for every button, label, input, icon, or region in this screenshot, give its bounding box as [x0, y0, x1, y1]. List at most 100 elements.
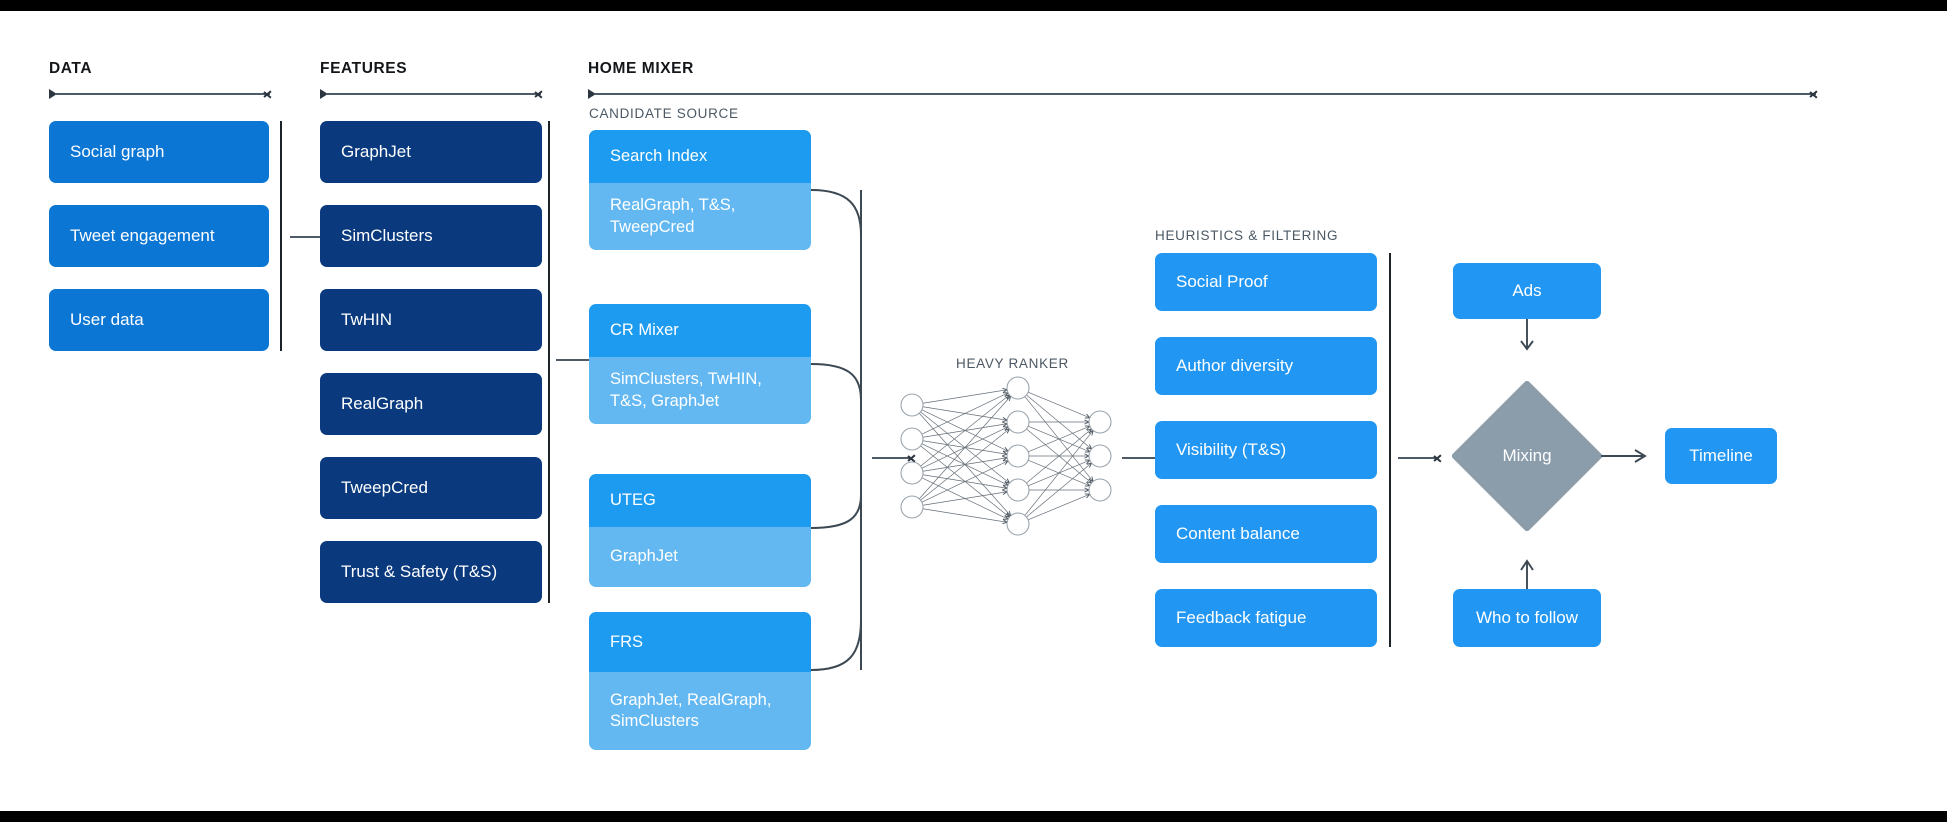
nn-edge: [921, 460, 1009, 503]
output-box-ads[interactable]: Ads: [1453, 263, 1601, 319]
nn-edge: [1028, 493, 1090, 521]
mixing-label: Mixing: [1502, 446, 1552, 465]
nn-edge-arrowhead: [1003, 460, 1010, 465]
data-box-social-graph[interactable]: Social graph: [49, 121, 269, 183]
connector-arrowhead-icon: [1434, 453, 1445, 464]
nn-edge-arrowhead: [1004, 478, 1011, 484]
nn-node: [1088, 478, 1112, 502]
connector-arrowhead-icon: [908, 453, 919, 464]
data-box-tweet-engagement[interactable]: Tweet engagement: [49, 205, 269, 267]
box-label: Visibility (T&S): [1176, 440, 1287, 459]
feature-box-tweepcred[interactable]: TweepCred: [320, 457, 542, 519]
section-header-data: DATA: [49, 60, 279, 101]
candidate-source-search-index[interactable]: Search Index RealGraph, T&S, TweepCred: [589, 130, 811, 250]
nn-edge-arrowhead: [1004, 512, 1011, 518]
nn-node: [1088, 410, 1112, 434]
candidate-source-cr-mixer[interactable]: CR Mixer SimClusters, TwHIN, T&S, GraphJ…: [589, 304, 811, 424]
candidate-source-name: UTEG: [589, 474, 811, 527]
connector-heuristics-to-mixing: [1398, 452, 1446, 464]
arrow-mixing-to-timeline-head: [1634, 449, 1647, 463]
top-letterbox-bar: [0, 0, 1947, 11]
box-label: Who to follow: [1475, 608, 1579, 627]
nn-edge-arrowhead: [1002, 455, 1009, 461]
nn-edge: [922, 491, 1008, 506]
nn-edge-arrowhead: [1002, 417, 1009, 423]
rule-start-triangle-icon: [49, 89, 57, 99]
feature-box-realgraph[interactable]: RealGraph: [320, 373, 542, 435]
heuristic-box-social-proof[interactable]: Social Proof: [1155, 253, 1377, 311]
rule-arrowhead-icon: [264, 89, 275, 100]
heuristic-box-author-diversity[interactable]: Author diversity: [1155, 337, 1377, 395]
nn-node: [1006, 444, 1030, 468]
nn-node: [900, 461, 924, 485]
feature-box-graphjet[interactable]: GraphJet: [320, 121, 542, 183]
nn-edge-arrowhead: [1005, 395, 1012, 402]
box-label: Trust & Safety (T&S): [341, 562, 498, 581]
data-box-user-data[interactable]: User data: [49, 289, 269, 351]
nn-node: [900, 427, 924, 451]
nn-edge: [919, 395, 1011, 500]
candidate-source-name: FRS: [589, 612, 811, 672]
feature-box-simclusters[interactable]: SimClusters: [320, 205, 542, 267]
nn-edge: [921, 426, 1009, 469]
box-label: Author diversity: [1176, 356, 1294, 375]
box-label: Feedback fatigue: [1176, 608, 1307, 627]
rule-line: [55, 93, 270, 95]
connector-candidates-to-ranker: [872, 452, 920, 464]
nn-edge: [922, 457, 1008, 472]
sublabel-candidate-source: CANDIDATE SOURCE: [589, 106, 739, 121]
nn-edge-arrowhead: [1002, 421, 1009, 427]
nn-edge-arrowhead: [1084, 453, 1091, 459]
nn-edge-arrowhead: [1088, 476, 1094, 483]
section-header-features: FEATURES: [320, 60, 550, 101]
nn-edge-arrowhead: [1002, 519, 1009, 525]
box-label: TwHIN: [341, 310, 392, 329]
heuristic-box-feedback-fatigue[interactable]: Feedback fatigue: [1155, 589, 1377, 647]
nn-edge-arrowhead: [1003, 515, 1010, 520]
nn-edge: [1024, 430, 1094, 516]
section-title-home-mixer: HOME MIXER: [588, 60, 694, 77]
rule-line: [326, 93, 541, 95]
nn-edge-arrowhead: [1004, 394, 1011, 400]
heuristic-box-visibility[interactable]: Visibility (T&S): [1155, 421, 1377, 479]
nn-edge-arrowhead: [1003, 426, 1010, 431]
sublabel-heuristics-filtering: HEURISTICS & FILTERING: [1155, 228, 1339, 243]
connector-ranker-to-heuristics: [1122, 452, 1170, 464]
arrow-follow-to-mixing-head: [1520, 559, 1534, 571]
heuristic-box-content-balance[interactable]: Content balance: [1155, 505, 1377, 563]
merge-path-cr-mixer: [810, 363, 862, 440]
output-box-who-to-follow[interactable]: Who to follow: [1453, 589, 1601, 647]
nn-edge: [1026, 428, 1092, 484]
nn-node: [900, 495, 924, 519]
nn-edge-arrowhead: [1084, 425, 1091, 431]
nn-edge: [919, 412, 1011, 517]
nn-edge: [920, 411, 1010, 484]
box-label: Content balance: [1176, 524, 1300, 543]
nn-edge: [1028, 425, 1090, 453]
section-rule-home-mixer: [588, 87, 1828, 101]
nn-edge-arrowhead: [1002, 485, 1009, 491]
candidate-source-uteg[interactable]: UTEG GraphJet: [589, 474, 811, 587]
output-box-timeline[interactable]: Timeline: [1665, 428, 1777, 484]
box-label: Tweet engagement: [70, 226, 215, 245]
section-rule-data: [49, 87, 279, 101]
nn-edge-arrowhead: [1088, 429, 1094, 436]
nn-edge-arrowhead: [1086, 462, 1093, 468]
divider-features-home-mixer: [548, 121, 550, 603]
box-label: GraphJet: [341, 142, 411, 161]
nn-edge-arrowhead: [1084, 447, 1091, 453]
nn-edge-arrowhead: [1002, 489, 1009, 495]
candidate-source-frs[interactable]: FRS GraphJet, RealGraph, SimClusters: [589, 612, 811, 750]
nn-node: [1006, 376, 1030, 400]
feature-box-trust-safety[interactable]: Trust & Safety (T&S): [320, 541, 542, 603]
nn-edge: [921, 477, 1009, 520]
nn-edge-arrowhead: [1086, 444, 1093, 450]
feature-box-twhin[interactable]: TwHIN: [320, 289, 542, 351]
nn-edge: [920, 428, 1010, 501]
arrow-ads-to-mixing-head: [1520, 340, 1534, 351]
nn-edge: [922, 474, 1008, 489]
nn-edge: [1028, 459, 1090, 487]
